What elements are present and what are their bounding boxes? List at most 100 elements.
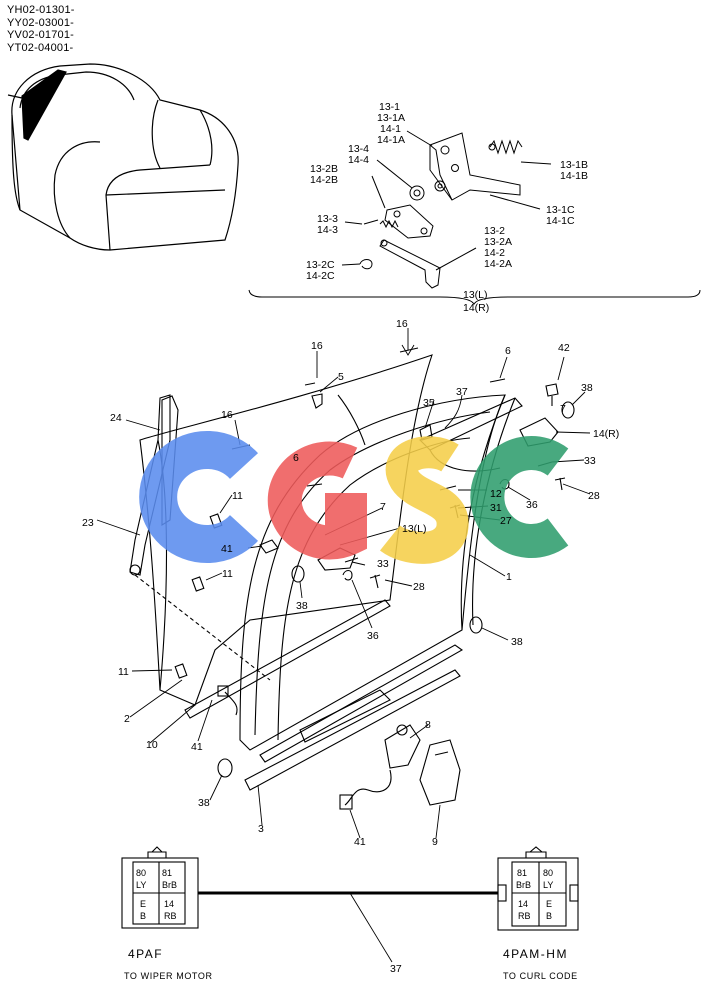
callout: 13-1A [377, 112, 405, 124]
callout: 42 [558, 342, 570, 354]
connector-caption: TO CURL CODE [503, 971, 578, 981]
wire-color-label: RB [518, 911, 531, 921]
callout: 14-2B [310, 174, 338, 186]
pin-label: E [140, 899, 146, 909]
callout: 5 [338, 371, 344, 383]
bumper-part [561, 401, 575, 419]
callout: 7 [380, 501, 386, 513]
callout: 38 [511, 636, 523, 648]
callout: 14-1 [380, 123, 401, 135]
spring-part [489, 139, 523, 155]
group-brace [248, 289, 701, 306]
sub-assembly-13-14 [248, 130, 701, 306]
callout: 36 [367, 630, 379, 642]
watermark-letter-c [470, 436, 569, 558]
pin-label: 81 [162, 868, 172, 878]
callout: 14-2A [484, 258, 512, 270]
callout: 16 [311, 340, 323, 352]
connector-right [497, 846, 579, 931]
callout: 13-1C [546, 204, 575, 216]
callout: 14-4 [348, 154, 369, 166]
watermark-letter-g [267, 441, 367, 560]
wire-color-label: BrB [162, 880, 177, 890]
serial-number: YY02-03001- [7, 16, 75, 29]
reservoir-part [419, 739, 461, 806]
callout: 41 [191, 741, 203, 753]
serial-number: YV02-01701- [7, 29, 75, 41]
connector-type-label: 4PAM-HM [503, 947, 568, 961]
callout: 35 [423, 397, 435, 409]
serial-number: YH02-01301- [7, 4, 75, 16]
bumper-part [217, 758, 233, 778]
callout: 13-4 [348, 143, 369, 155]
bottom-rail [184, 599, 391, 719]
watermark-letter-s [380, 436, 469, 564]
callout: 6 [505, 345, 511, 357]
callout: 11 [118, 666, 129, 678]
callout: 23 [82, 517, 94, 529]
callout-labels: 13-1 13-1A 14-1 14-1A 13-4 14-4 13-2B 14… [82, 101, 619, 848]
pin-label: 14 [518, 899, 528, 909]
connector-type-label: 4PAF [128, 947, 163, 961]
callout: 37 [390, 963, 402, 975]
callout: 36 [526, 499, 538, 511]
connector-left [121, 846, 199, 929]
bumper-part [291, 565, 305, 583]
callout: 38 [296, 600, 308, 612]
callout: 38 [198, 797, 210, 809]
wire-color-label: RB [164, 911, 177, 921]
watermark-letter-c [139, 431, 258, 563]
callout: 11 [222, 568, 233, 580]
callout: 13(L) [402, 523, 427, 535]
callout: 14-2C [306, 270, 335, 282]
connector-caption: TO WIPER MOTOR [124, 971, 213, 981]
washer-part [409, 185, 425, 201]
callout: 3 [258, 823, 264, 835]
plate-part [384, 204, 434, 239]
callout: 28 [413, 581, 425, 593]
watermark [139, 431, 569, 564]
callout: 14-3 [317, 224, 338, 236]
callout: 13-2C [306, 259, 335, 271]
callout: 24 [110, 412, 122, 424]
callout-leaders [96, 328, 591, 839]
wire-color-label: LY [136, 880, 146, 890]
callout: 8 [425, 719, 431, 731]
wire-color-label: BrB [516, 880, 531, 890]
cab-thumbnail [7, 63, 239, 251]
callout: 1 [506, 571, 512, 583]
callout: 41 [221, 543, 233, 555]
callout: 11 [232, 490, 243, 502]
callout: 13(L) [463, 289, 488, 301]
callout: 13-2 [484, 225, 505, 237]
callout: 37 [456, 386, 468, 398]
callout: 13-2A [484, 236, 512, 248]
callout: 9 [432, 836, 438, 848]
callout: 7 [560, 403, 566, 415]
callout: 14-1C [546, 215, 575, 227]
callout: 2 [124, 713, 130, 725]
callout: 27 [500, 515, 512, 527]
callout: 31 [490, 502, 502, 514]
callout: 13-3 [317, 213, 338, 225]
callout: 38 [581, 382, 593, 394]
callout: 14-1A [377, 134, 405, 146]
callout: 6 [293, 452, 299, 464]
callout: 13-2B [310, 163, 338, 175]
connector-wiring: 80 81 LY BrB E 14 B RB 37 81 80 BrB LY 1… [121, 846, 579, 981]
serial-number-list: YH02-01301- YY02-03001- YV02-01701- YT02… [7, 4, 75, 54]
serial-number: YT02-04001- [7, 41, 74, 54]
clip-part [191, 576, 205, 592]
pin-label: E [546, 899, 552, 909]
bottom-rail-long [244, 669, 461, 791]
door-frame [239, 394, 506, 751]
wire-color-label: B [140, 911, 146, 921]
callout: 33 [377, 558, 389, 570]
callout: 12 [490, 488, 502, 500]
bumper-part [469, 616, 483, 634]
clip-part [174, 663, 188, 679]
callout: 28 [588, 490, 600, 502]
motor-part [384, 724, 421, 769]
callout: 10 [146, 739, 158, 751]
